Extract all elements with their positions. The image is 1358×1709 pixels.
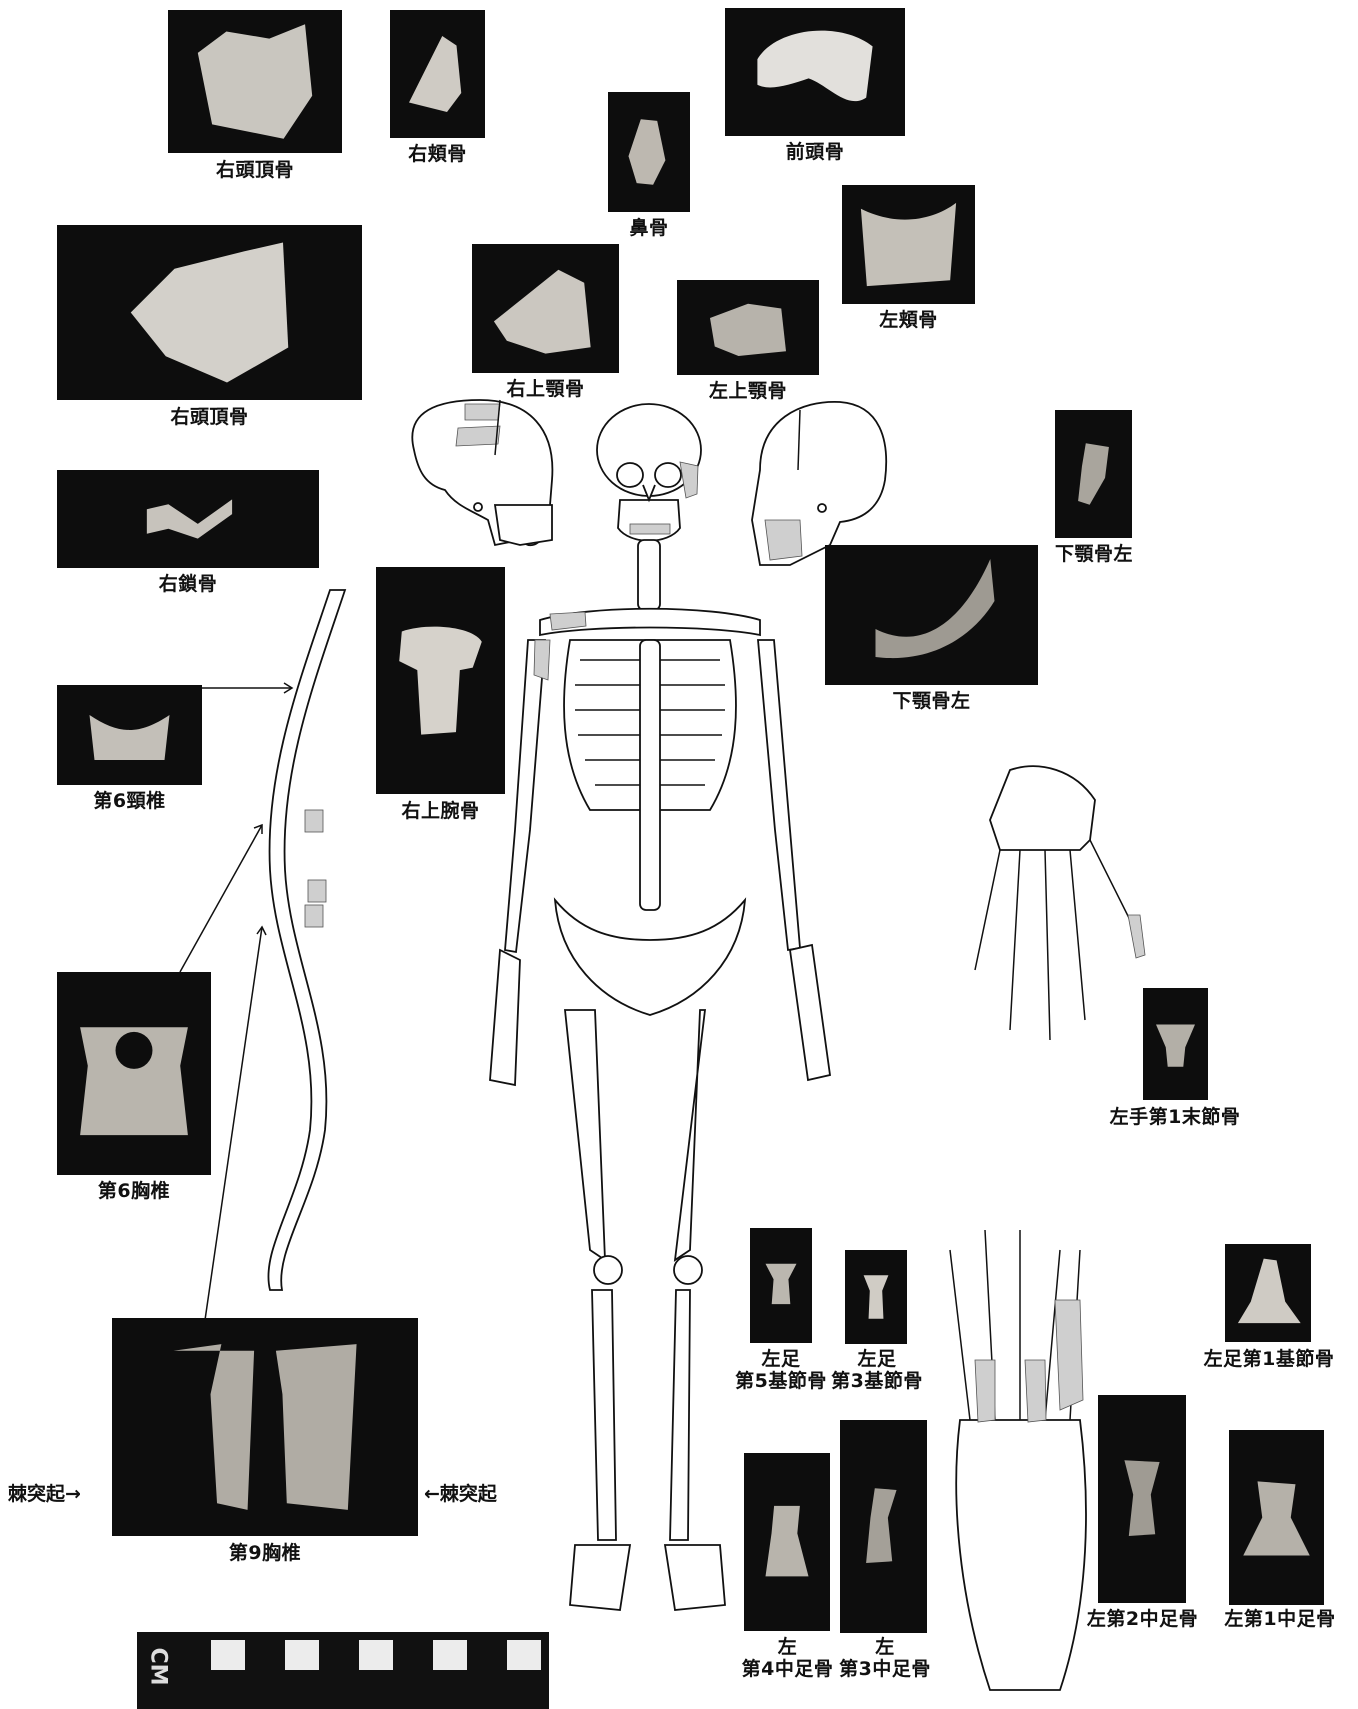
- photo-nasal: [608, 92, 690, 212]
- photo-humerus-right: [376, 567, 505, 794]
- photo-proximal-phalanx-3: [845, 1250, 907, 1344]
- scale-square: [433, 1640, 467, 1670]
- photo-cervical-6: [57, 685, 202, 785]
- caption-mandible-left-large: 下顎骨左: [825, 690, 1038, 712]
- caption-clavicle-right: 右鎖骨: [57, 573, 319, 595]
- scale-square: [285, 1640, 319, 1670]
- caption-proximal-phalanx-3-line1: 左足: [818, 1348, 936, 1370]
- caption-metatarsal-3-line2: 第3中足骨: [815, 1658, 955, 1680]
- photo-frontal: [725, 8, 905, 136]
- photo-metatarsal-2: [1098, 1395, 1186, 1603]
- caption-metatarsal-3: 左 第3中足骨: [815, 1636, 955, 1680]
- caption-cervical-6: 第6頸椎: [57, 790, 202, 812]
- skull-side-left-drawing: [752, 402, 886, 565]
- scale-square: [507, 1640, 541, 1670]
- scale-unit-label: CM: [146, 1647, 171, 1685]
- caption-mandible-left-small: 下顎骨左: [1038, 543, 1150, 565]
- photo-thoracic-9: [112, 1318, 418, 1536]
- photo-zygomatic-right: [390, 10, 485, 138]
- photo-mandible-left-small: [1055, 410, 1132, 538]
- photo-distal-phalanx-hand: [1143, 988, 1208, 1100]
- caption-maxilla-left: 左上顎骨: [677, 380, 819, 402]
- caption-maxilla-right: 右上顎骨: [472, 378, 619, 400]
- hand-drawing: [975, 766, 1145, 1040]
- photo-zygomatic-left: [842, 185, 975, 304]
- caption-thoracic-9: 第9胸椎: [112, 1542, 418, 1564]
- skeleton-body-drawing: [490, 540, 830, 1610]
- caption-distal-phalanx-hand: 左手第1末節骨: [1095, 1106, 1255, 1128]
- caption-parietal-right-small: 右頭頂骨: [168, 159, 342, 181]
- photo-metatarsal-3: [840, 1420, 927, 1633]
- photo-parietal-right-large: [57, 225, 362, 400]
- caption-metatarsal-1: 左第1中足骨: [1210, 1608, 1350, 1630]
- scale-bar: CM: [137, 1632, 549, 1709]
- caption-metatarsal-3-line1: 左: [815, 1636, 955, 1658]
- caption-proximal-phalanx-3: 左足 第3基節骨: [818, 1348, 936, 1392]
- caption-nasal: 鼻骨: [608, 217, 690, 239]
- caption-metatarsal-2: 左第2中足骨: [1070, 1608, 1215, 1630]
- photo-maxilla-left: [677, 280, 819, 375]
- caption-proximal-phalanx-1: 左足第1基節骨: [1190, 1348, 1348, 1370]
- photo-clavicle-right: [57, 470, 319, 568]
- photo-thoracic-6: [57, 972, 211, 1175]
- photo-proximal-phalanx-1: [1225, 1244, 1311, 1342]
- scale-square: [359, 1640, 393, 1670]
- photo-metatarsal-4: [744, 1453, 830, 1631]
- caption-zygomatic-right: 右頬骨: [390, 143, 485, 165]
- photo-proximal-phalanx-5: [750, 1228, 812, 1343]
- caption-frontal: 前頭骨: [725, 141, 905, 163]
- photo-mandible-left-large: [825, 545, 1038, 685]
- caption-thoracic-6: 第6胸椎: [57, 1180, 211, 1202]
- caption-zygomatic-left: 左頬骨: [842, 309, 975, 331]
- skull-front-drawing: [597, 404, 701, 541]
- label-spinous-process-left: 棘突起→: [8, 1479, 81, 1506]
- scale-square: [211, 1640, 245, 1670]
- label-spinous-process-right: ←棘突起: [424, 1479, 497, 1506]
- caption-humerus-right: 右上腕骨: [376, 800, 505, 822]
- foot-drawing: [950, 1230, 1086, 1690]
- photo-maxilla-right: [472, 244, 619, 373]
- photo-parietal-right-small: [168, 10, 342, 153]
- skull-side-right-drawing: [412, 400, 552, 545]
- caption-parietal-right-large: 右頭頂骨: [57, 406, 362, 428]
- photo-metatarsal-1: [1229, 1430, 1324, 1605]
- caption-proximal-phalanx-3-line2: 第3基節骨: [818, 1370, 936, 1392]
- spine-side-drawing: [268, 590, 345, 1290]
